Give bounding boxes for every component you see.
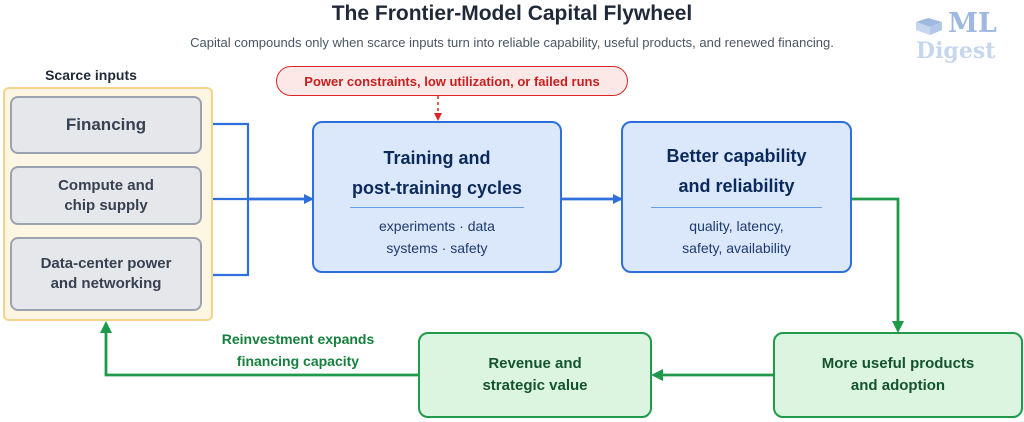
book-icon <box>916 18 942 35</box>
constraint-callout: Power constraints, low utilization, or f… <box>276 66 628 96</box>
products-adoption-box: More useful products and adoption <box>773 332 1023 418</box>
input-datacenter-power-networking: Data-center power and networking <box>10 237 202 311</box>
arrow-revenue-to-inputs <box>100 321 418 377</box>
scarce-inputs-label: Scarce inputs <box>45 67 137 83</box>
diagram-subtitle: Capital compounds only when scarce input… <box>190 35 834 50</box>
capability-title-line2: and reliability <box>678 176 795 196</box>
arrow-capability-to-products <box>852 197 904 333</box>
capability-divider <box>651 207 822 208</box>
revenue-strategic-value-box: Revenue and strategic value <box>418 332 652 418</box>
training-detail-line1: experiments · data <box>379 218 495 234</box>
diagram-title: The Frontier-Model Capital Flywheel <box>331 2 693 25</box>
training-title-line1: Training and <box>383 148 491 168</box>
input-financing: Financing <box>10 96 202 154</box>
training-title-line2: post-training cycles <box>351 178 523 198</box>
training-detail-line2: systems · safety <box>386 240 488 256</box>
capability-title-line1: Better capability <box>666 146 807 166</box>
training-cycles-box: Training and post-training cycles experi… <box>312 121 562 273</box>
capability-detail-line2: safety, availability <box>682 240 791 256</box>
capability-reliability-box: Better capability and reliability qualit… <box>621 121 852 273</box>
ml-digest-logo: ML Digest <box>912 8 1016 68</box>
reinvestment-label: Reinvestment expands financing capacity <box>221 331 375 369</box>
capability-detail-line1: quality, latency, <box>689 218 784 234</box>
training-divider <box>350 207 524 208</box>
logo-text-digest: Digest <box>916 38 996 64</box>
logo-text-ml: ML <box>948 8 997 39</box>
input-compute-chip-supply: Compute and chip supply <box>10 166 202 225</box>
